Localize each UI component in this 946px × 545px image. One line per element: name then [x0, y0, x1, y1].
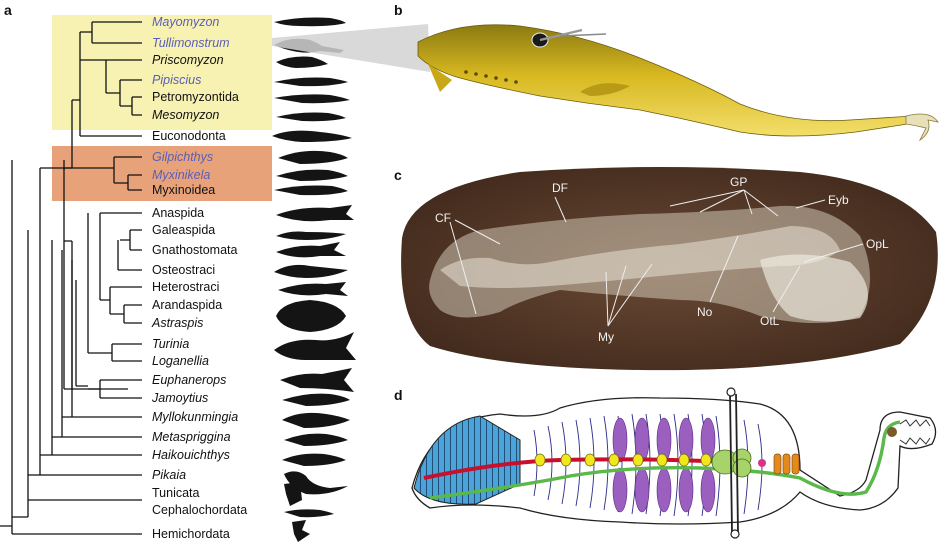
panel-a-label: a — [4, 2, 12, 18]
taxon-label: Tullimonstrum — [152, 36, 230, 50]
cladogram — [0, 21, 142, 535]
silhouette-heterostraci — [278, 282, 348, 296]
panel-c-label: c — [394, 167, 402, 183]
panel-b-label: b — [394, 2, 403, 18]
taxon-label: Osteostraci — [152, 263, 215, 277]
taxon-label: Mayomyzon — [152, 15, 219, 29]
silhouette-tunicata — [284, 482, 302, 506]
silhouette-myxinoidea — [274, 185, 348, 196]
taxon-label: Myllokunmingia — [152, 410, 238, 424]
taxon-label: Myxinoidea — [152, 183, 215, 197]
taxon-label: Metaspriggina — [152, 430, 231, 444]
taxon-labels: Mayomyzon Tullimonstrum Priscomyzon Pipi… — [151, 15, 247, 541]
fossil-label-opl: OpL — [866, 237, 889, 251]
taxon-label: Petromyzontida — [152, 90, 239, 104]
taxon-label: Cephalochordata — [152, 503, 247, 517]
taxon-label: Arandaspida — [152, 298, 222, 312]
silhouette-anaspida — [276, 205, 354, 222]
fossil-label-no: No — [697, 305, 713, 319]
silhouette-myllokunmingia — [282, 412, 350, 428]
taxon-label: Gilpichthys — [152, 150, 213, 164]
silhouette-gnathostomata — [276, 242, 346, 258]
fossil-label-cf: CF — [435, 211, 451, 225]
taxon-label: Galeaspida — [152, 223, 215, 237]
silhouettes-column — [272, 17, 356, 542]
taxon-label: Turinia — [152, 337, 189, 351]
fossil-label-df: DF — [552, 181, 568, 195]
silhouette-galeaspida — [276, 231, 346, 240]
taxon-label: Loganellia — [152, 354, 209, 368]
taxon-label: Myxinikela — [152, 168, 210, 182]
silhouette-mesomyzon — [276, 112, 346, 122]
taxon-label: Haikouichthys — [152, 448, 230, 462]
fossil-label-otl: OtL — [760, 314, 780, 328]
taxon-label: Euphanerops — [152, 373, 226, 387]
taxon-label: Jamoytius — [151, 391, 208, 405]
fossil-label-gp: GP — [730, 175, 747, 189]
silhouette-hemichordata — [292, 520, 310, 542]
tullimonstrum-reconstruction — [417, 24, 939, 142]
taxon-label: Hemichordata — [152, 527, 230, 541]
fossil-label-my: My — [598, 330, 614, 344]
fossil-photograph — [401, 167, 938, 371]
lamprey-clade-box — [52, 15, 272, 130]
silhouette-priscomyzon — [276, 56, 328, 68]
silhouette-turinia — [274, 332, 356, 360]
taxon-label: Mesomyzon — [152, 108, 219, 122]
silhouette-arandaspida — [276, 300, 346, 332]
silhouette-euconodonta — [272, 130, 352, 142]
silhouette-metaspriggina — [284, 433, 348, 446]
fossil-labels: DF GP CF Eyb OpL No My OtL — [435, 175, 889, 344]
silhouette-euphanerops — [280, 368, 354, 392]
taxon-label: Tunicata — [152, 486, 200, 500]
silhouette-cephalochordata — [284, 509, 334, 518]
taxon-label: Heterostraci — [152, 280, 219, 294]
silhouette-pipiscius — [274, 77, 348, 87]
silhouette-osteostraci — [274, 264, 348, 278]
taxon-label: Pipiscius — [152, 73, 201, 87]
taxon-label: Astraspis — [151, 316, 203, 330]
hagfish-clade-box — [52, 146, 272, 201]
fossil-pointer-lines — [449, 189, 864, 327]
silhouette-haikouichthys — [282, 453, 346, 466]
silhouette-gilpichthys — [278, 150, 348, 164]
taxon-label: Priscomyzon — [152, 53, 224, 67]
panel-d-label: d — [394, 387, 403, 403]
zoom-wedge — [272, 24, 430, 72]
taxon-label: Anaspida — [152, 206, 204, 220]
fossil-label-eyb: Eyb — [828, 193, 849, 207]
silhouette-myxinikela — [276, 169, 348, 181]
silhouette-jamoytius — [282, 393, 350, 406]
taxon-label: Gnathostomata — [152, 243, 238, 257]
taxon-label: Euconodonta — [152, 129, 226, 143]
anatomical-schematic — [411, 387, 937, 539]
scale-bar — [880, 351, 918, 355]
silhouette-petromyzontida — [274, 94, 350, 104]
silhouette-mayomyzon — [274, 17, 346, 27]
taxon-label: Pikaia — [152, 468, 186, 482]
